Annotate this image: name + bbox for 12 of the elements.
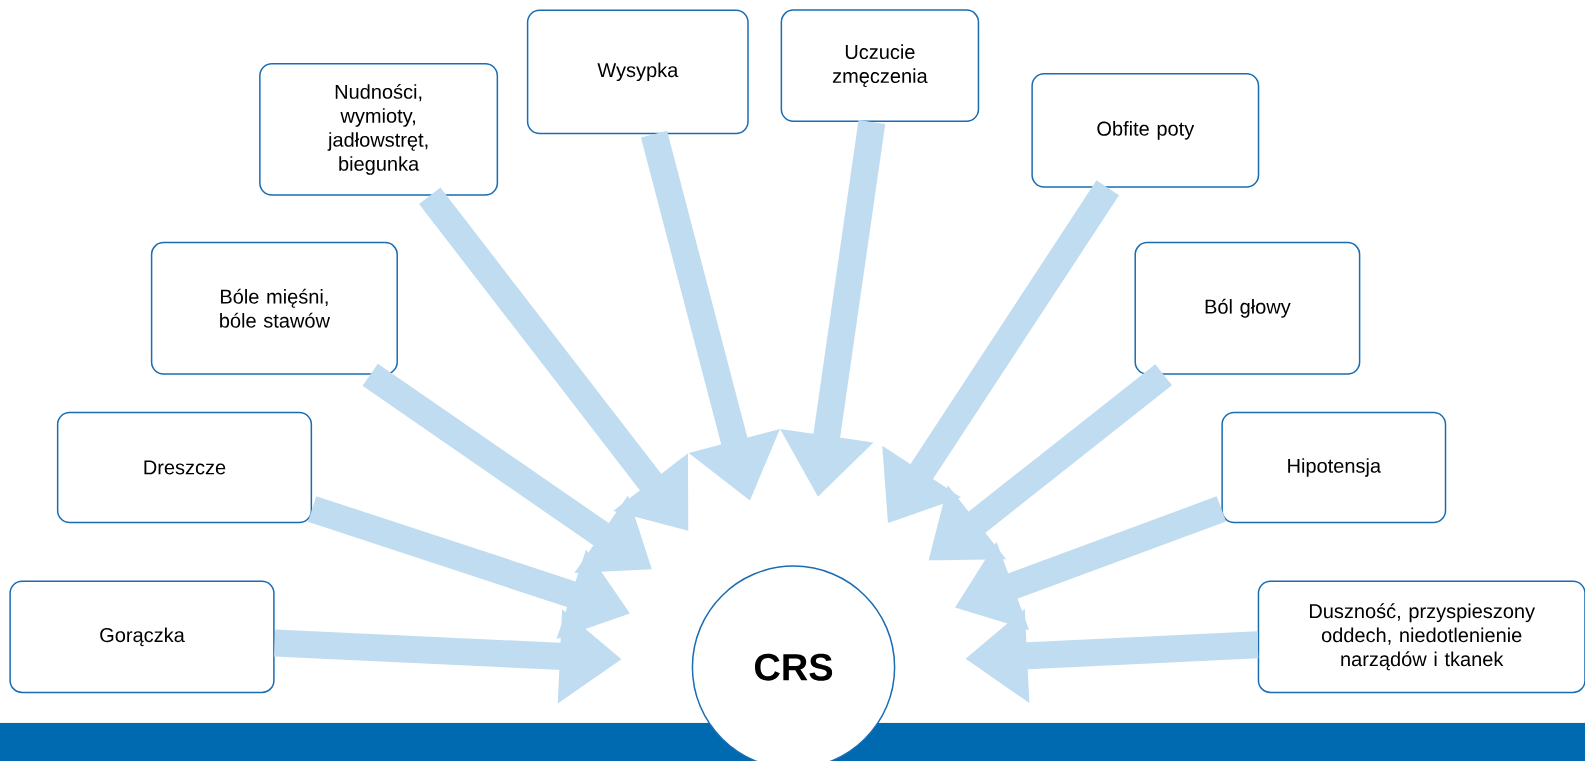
symptom-box: Gorączka bbox=[9, 580, 275, 694]
symptom-box: Duszność, przyspieszony oddech, niedotlenienie narządów i tkanek bbox=[1257, 580, 1585, 694]
symptom-box: Wysypka bbox=[526, 9, 749, 135]
node-label: CRS bbox=[754, 653, 833, 681]
symptom-box: Bóle mięśni, bóle stawów bbox=[150, 241, 398, 375]
symptom-box: Uczucie zmęczenia bbox=[780, 9, 980, 123]
symptom-box: Nudności, wymioty, jadłowstręt, biegunka bbox=[259, 62, 499, 196]
symptom-box: Hipotensja bbox=[1221, 411, 1447, 524]
circle-node: CRS bbox=[691, 565, 896, 761]
symptom-box: Dreszcze bbox=[56, 411, 313, 524]
symptom-box: Ból głowy bbox=[1134, 241, 1361, 375]
symptom-box: Obfite poty bbox=[1031, 73, 1260, 188]
